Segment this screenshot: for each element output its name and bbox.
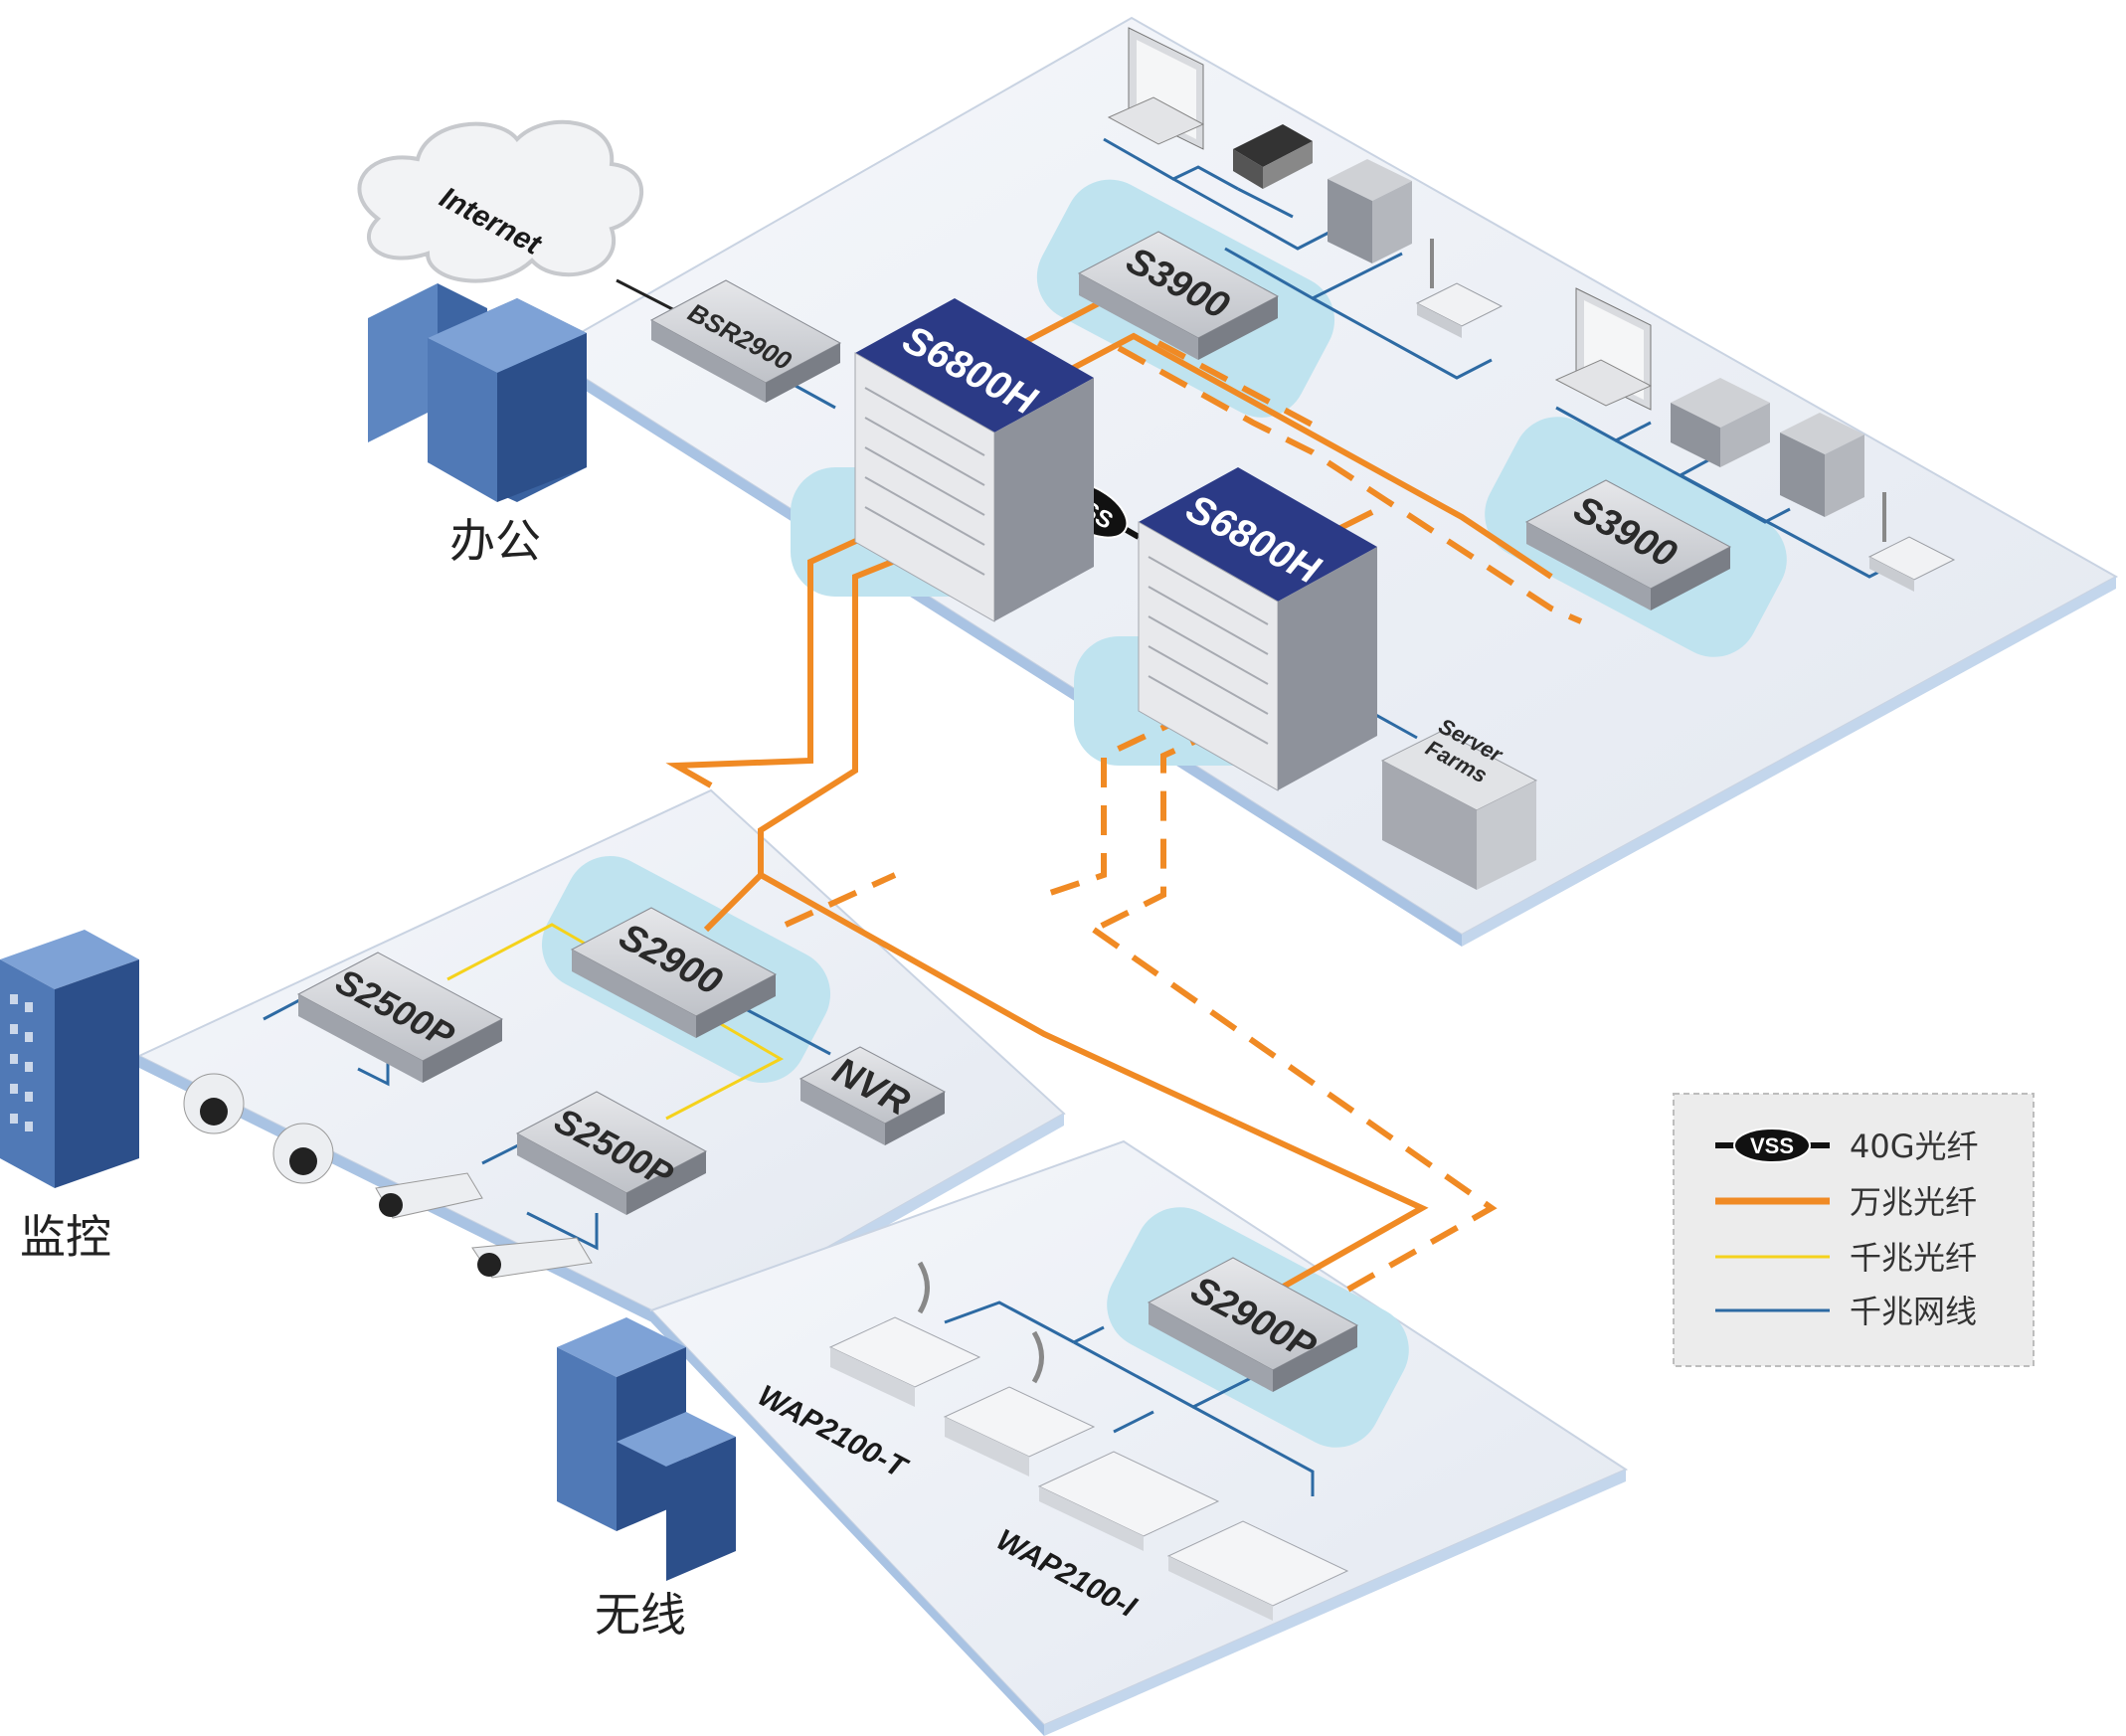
bullet-camera-icon-a xyxy=(375,1172,483,1219)
wireless-platform xyxy=(649,1139,1629,1736)
gig-fiber-links xyxy=(446,923,785,1121)
access-point-t-icon-a xyxy=(828,1261,981,1407)
dome-camera-icon-a xyxy=(183,1073,245,1134)
pc-icon-b xyxy=(1554,287,1653,411)
zone-label-office: 办公 xyxy=(449,514,541,568)
copier-icon xyxy=(1671,378,1770,467)
wifi-router-icon-b xyxy=(1867,492,1956,592)
legend: VSS 40G光纤 万兆光纤 千兆光纤 千兆网线 xyxy=(1673,1093,2035,1367)
ten-gig-fiber-standby-links xyxy=(784,340,1583,1296)
printer-icon xyxy=(1233,124,1313,189)
legend-label-gig-cable: 千兆网线 xyxy=(1850,1293,1977,1330)
legend-vss-badge: VSS xyxy=(1750,1133,1794,1158)
office-building-icon xyxy=(368,283,587,502)
office-platform xyxy=(543,16,2119,947)
s6800h-core-switch-a[interactable]: S6800H xyxy=(854,298,1094,622)
s2500p-switch-b[interactable]: S2500P xyxy=(515,1091,708,1215)
legend-item-gig-cable: 千兆网线 xyxy=(1715,1293,1977,1330)
legend-label-gig-fiber: 千兆光纤 xyxy=(1850,1239,1977,1277)
zone-label-wireless: 无线 xyxy=(595,1588,686,1642)
ten-gig-fiber-links xyxy=(665,300,1553,1296)
s2900-switch[interactable]: S2900 xyxy=(570,907,778,1038)
s2500p-switch-a[interactable]: S2500P xyxy=(296,952,504,1083)
bullet-camera-icon-b xyxy=(471,1237,593,1279)
bsr2900-router[interactable]: BSR2900 xyxy=(649,279,842,403)
internet-cloud[interactable]: Internet xyxy=(357,119,643,283)
legend-item-40g-fiber: VSS 40G光纤 xyxy=(1715,1128,1979,1165)
zone-label-surveillance: 监控 xyxy=(20,1210,111,1264)
legend-item-10g-fiber: 万兆光纤 xyxy=(1715,1183,1977,1221)
server-tower-icon-b xyxy=(1780,413,1864,517)
wireless-building-icon xyxy=(557,1317,736,1581)
dome-camera-icon-b xyxy=(272,1123,334,1184)
surveillance-building-icon xyxy=(0,930,139,1188)
server-farms-icon[interactable]: Server Farms xyxy=(1380,713,1538,890)
pc-icon-a xyxy=(1107,27,1205,150)
server-tower-icon-a xyxy=(1328,159,1412,263)
access-point-i-icon-b xyxy=(1166,1520,1349,1621)
wifi-router-icon-a xyxy=(1415,239,1504,338)
s2900p-switch[interactable]: S2900P xyxy=(1147,1257,1359,1392)
access-point-t-icon-b xyxy=(943,1330,1096,1476)
legend-label-40g-fiber: 40G光纤 xyxy=(1850,1128,1979,1165)
access-point-i-icon-a xyxy=(1037,1451,1220,1551)
legend-label-10g-fiber: 万兆光纤 xyxy=(1850,1183,1977,1221)
legend-item-gig-fiber: 千兆光纤 xyxy=(1715,1239,1977,1277)
s6800h-core-switch-b[interactable]: S6800H xyxy=(1138,467,1377,791)
